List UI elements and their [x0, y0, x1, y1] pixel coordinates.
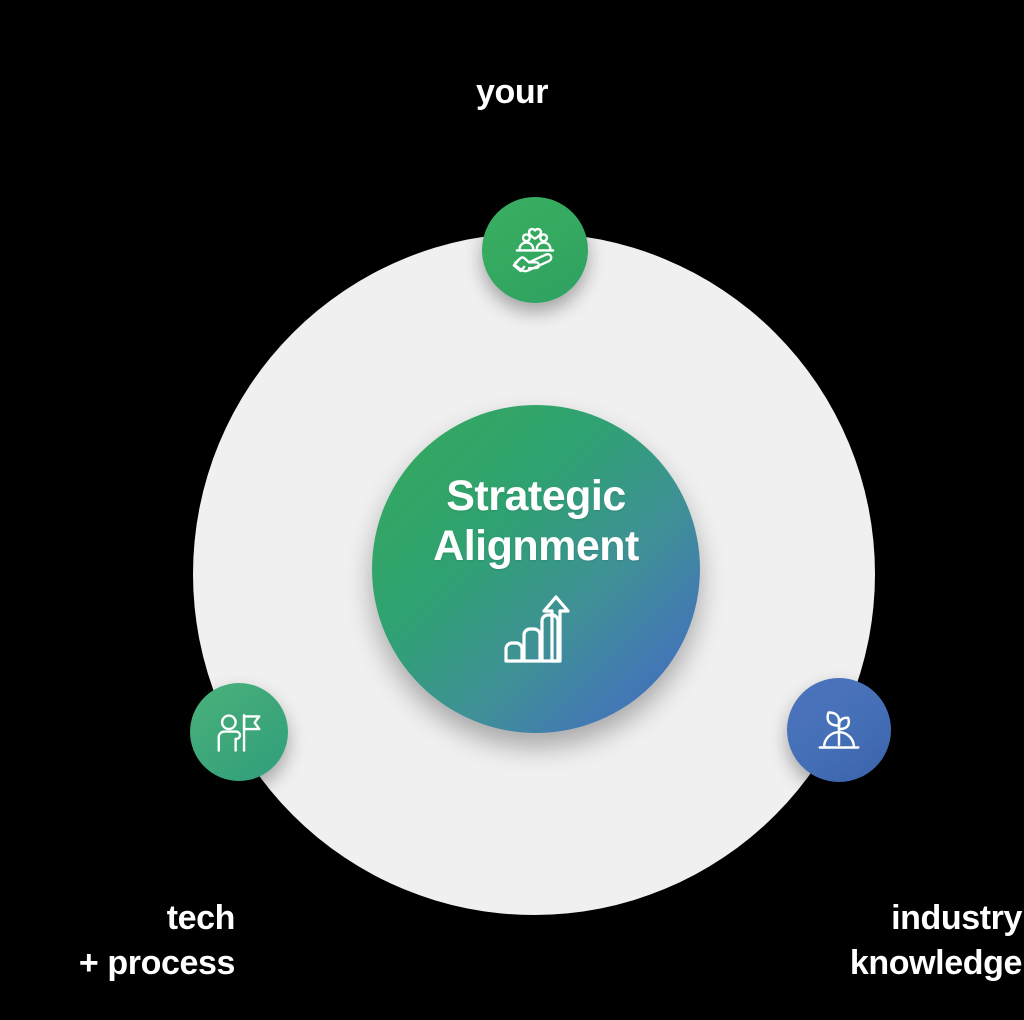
label-your: your	[475, 73, 549, 111]
person-with-flag-icon	[212, 705, 266, 759]
label-industry-knowledge: industry knowledge	[849, 899, 1023, 982]
node-industry-knowledge[interactable]	[787, 678, 891, 782]
sprout-growth-icon	[811, 702, 867, 758]
hand-holding-people-heart-icon	[506, 221, 564, 279]
node-tech-process[interactable]	[190, 683, 288, 781]
growth-bar-chart-arrow-icon	[496, 591, 576, 671]
hub-strategic-alignment[interactable]: Strategic Alignment	[372, 405, 700, 733]
hub-title: Strategic Alignment	[433, 472, 639, 570]
node-people-care[interactable]	[482, 197, 588, 303]
label-tech-process: tech + process	[78, 899, 236, 982]
